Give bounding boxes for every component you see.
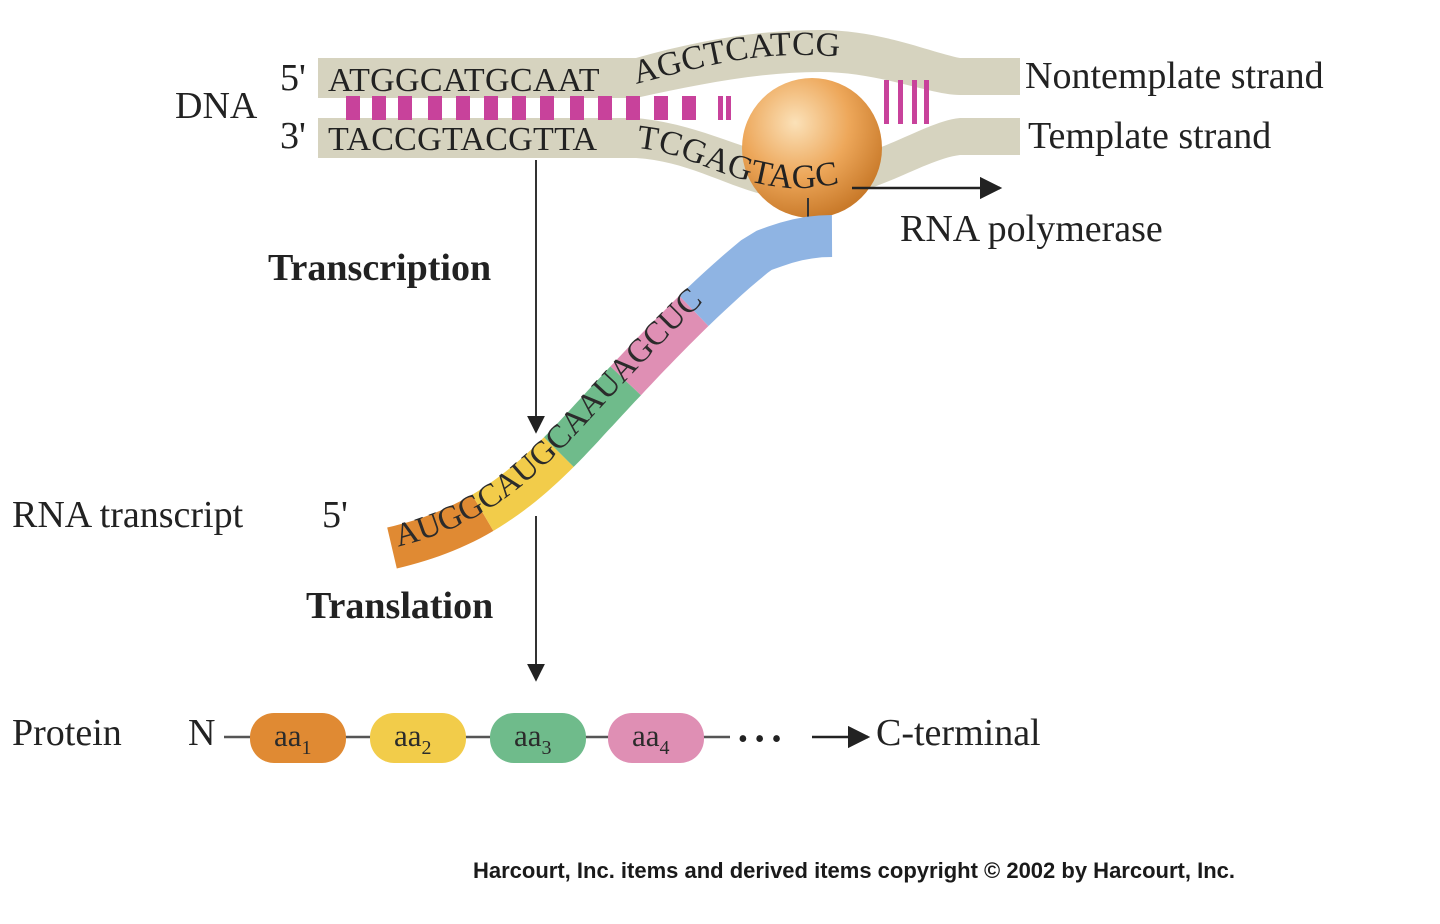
base-pair-rung [726,96,731,120]
base-pair-rung [654,96,668,120]
base-pair-rung [428,96,442,120]
base-pair-rung [570,96,584,120]
rna-segment-5 [679,215,833,326]
rna-transcript-label: RNA transcript [12,494,244,536]
rna-segment-1 [387,494,494,569]
base-pair-rung [372,96,386,120]
base-pair-rung [512,96,526,120]
nontemplate-prefix-seq: ATGGCATGCAAT [328,62,600,99]
ellipsis: • • • [738,724,781,755]
base-pair-rung [346,96,360,120]
c-terminal-label: C-terminal [876,712,1041,754]
n-terminal-label: N [188,712,215,754]
rna-segment-2 [472,437,574,531]
rna-sequence: AUGGCAUGCAAUAGCUC [391,281,710,554]
amino-acid-4 [608,713,704,763]
copyright-notice: Harcourt, Inc. items and derived items c… [473,858,1235,883]
rna-polymerase-sphere [742,78,882,218]
nontemplate-strand-label: Nontemplate strand [1025,55,1324,97]
base-pair-rung [456,96,470,120]
protein-label: Protein [12,712,122,754]
template-prefix-seq: TACCGTACGTTA [328,121,597,158]
translation-label: Translation [306,585,493,627]
rna-segment-4 [610,295,709,396]
rna-segment-3 [544,366,641,467]
template-strand-label: Template strand [1028,115,1271,157]
base-pair-rung [598,96,612,120]
base-pair-rung [484,96,498,120]
nontemplate-backbone [318,30,1020,98]
dna-three-prime-label: 3' [280,115,306,157]
rna-polymerase-label: RNA polymerase [900,208,1163,250]
dna-nontemplate-strand [318,30,1020,98]
dna-five-prime-label: 5' [280,57,306,99]
amino-acid-2 [370,713,466,763]
amino-acid-3 [490,713,586,763]
base-pair-rung [682,96,696,120]
base-pair-rung [540,96,554,120]
base-pairs [346,80,929,124]
transcription-label: Transcription [268,247,491,289]
amino-acid-1 [250,713,346,763]
base-pair-rung [398,96,412,120]
svg-text:AUGGCAUGCAAUAGCUC: AUGGCAUGCAAUAGCUC [391,281,710,554]
base-pair-rung [924,80,929,124]
dna-label: DNA [175,85,258,127]
base-pair-rung [898,80,903,124]
rna-five-prime-label: 5' [322,494,348,536]
base-pair-rung [884,80,889,124]
rna-transcript-ribbon [387,215,833,569]
base-pair-rung [626,96,640,120]
base-pair-rung [912,80,917,124]
base-pair-rung [718,96,723,120]
